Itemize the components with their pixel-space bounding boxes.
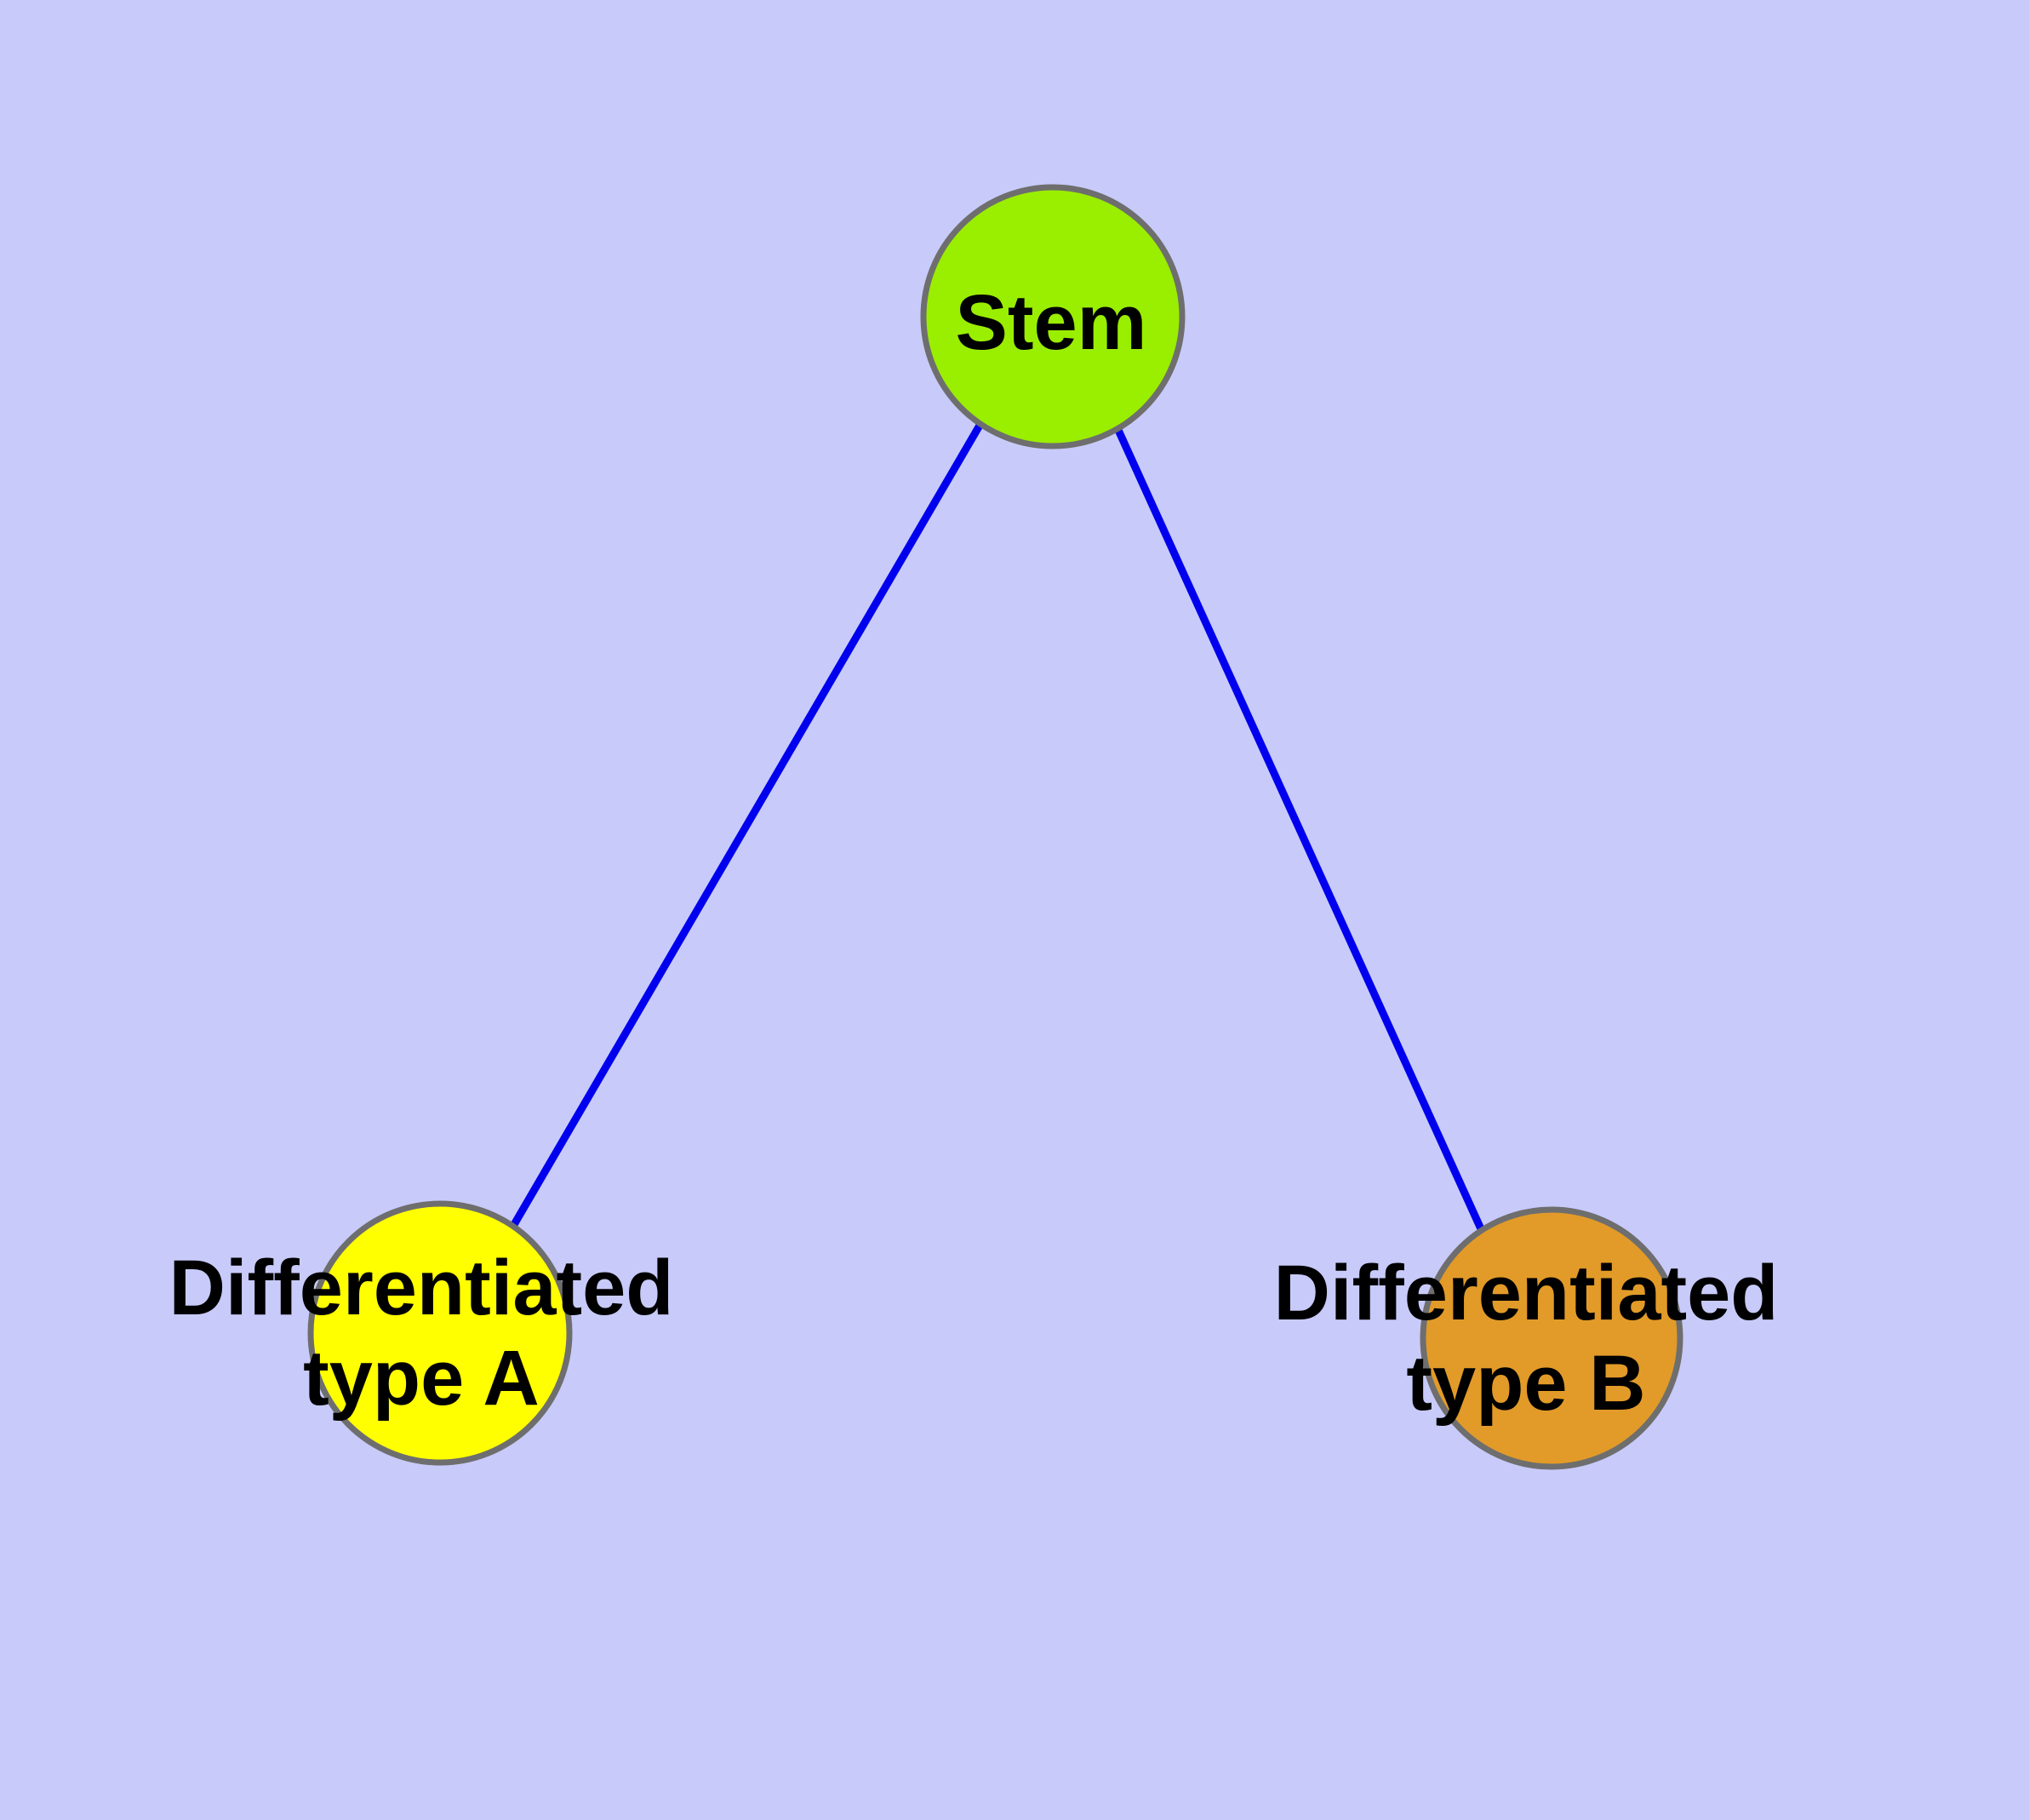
- node-label-line: type A: [303, 1335, 540, 1422]
- node-stem-label: Stem: [956, 279, 1147, 366]
- node-stem-circle[interactable]: [920, 184, 1186, 449]
- node-label-line: Differentiated: [1274, 1250, 1779, 1336]
- node-diff-a-circle[interactable]: [307, 1200, 573, 1466]
- node-label-line: type B: [1406, 1340, 1645, 1427]
- edge-stem-to-diff-a[interactable]: [509, 421, 984, 1230]
- edges-layer: [509, 421, 1487, 1234]
- edge-stem-to-diff-b[interactable]: [1113, 426, 1487, 1234]
- node-label-line: Differentiated: [169, 1245, 674, 1331]
- node-label-line: Stem: [956, 279, 1147, 366]
- node-diff-b-circle[interactable]: [1420, 1206, 1683, 1470]
- node-stem[interactable]: Stem: [920, 184, 1186, 449]
